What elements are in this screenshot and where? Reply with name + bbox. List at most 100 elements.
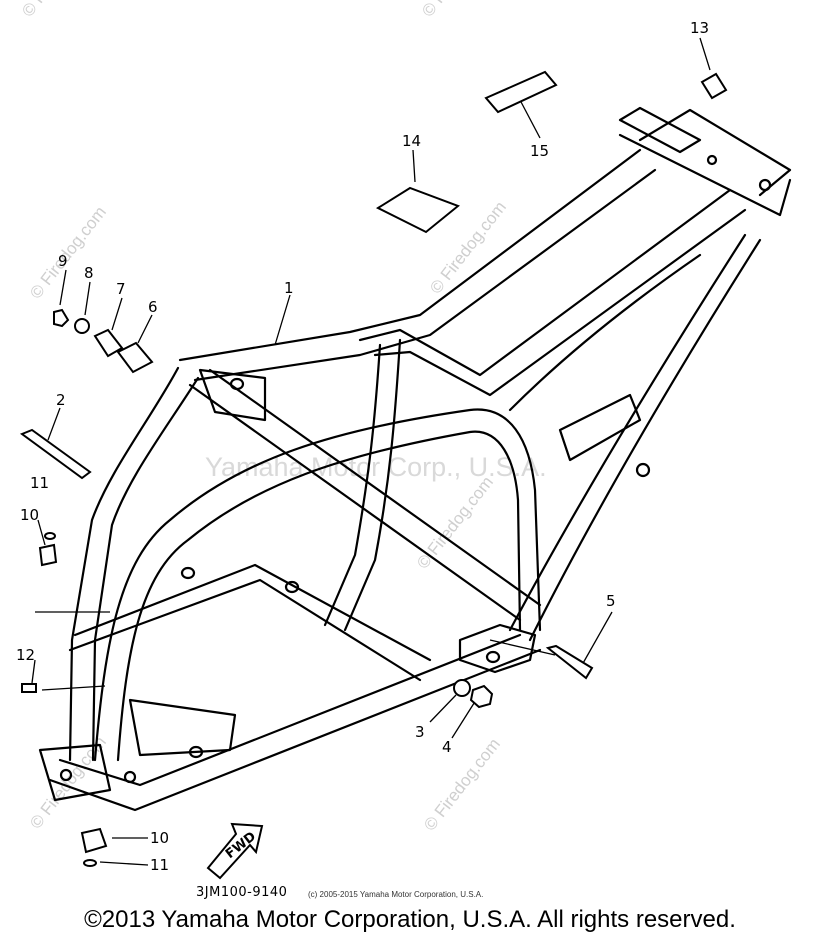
footer-copyright: ©2013 Yamaha Motor Corporation, U.S.A. A… [84, 906, 736, 933]
callout-9: 9 [58, 252, 68, 270]
callout-12: 12 [16, 646, 35, 664]
mount-hole-5 [188, 745, 204, 759]
rear-strut-left [508, 253, 702, 412]
callout-14: 14 [402, 132, 421, 150]
callout-6: 6 [148, 298, 158, 316]
mount-hole-8 [635, 462, 651, 478]
front-lower-mount [38, 743, 112, 802]
bottom-rail-left-inner [73, 563, 432, 662]
part-8-washer [74, 318, 90, 334]
part-7-collar [93, 328, 124, 358]
upper-mount-bracket [198, 368, 267, 422]
mount-hole-7 [123, 770, 137, 784]
part-9-bolt [53, 308, 70, 328]
bottom-rail-front [48, 648, 542, 812]
leader-7 [111, 297, 123, 331]
front-down-tube-left-inner [91, 376, 200, 762]
mount-hole-3 [180, 566, 196, 580]
main-frame [38, 106, 792, 812]
mount-hole-10 [706, 154, 718, 166]
top-rail-left-inner [193, 168, 657, 382]
part-2-bolt [19, 428, 92, 480]
callout-15: 15 [530, 142, 549, 160]
part-code: 3JM100-9140 [196, 885, 288, 900]
callout-10-left: 10 [20, 506, 39, 524]
part-5-bolt [545, 644, 594, 680]
bottom-rail-left [68, 578, 422, 682]
callout-2: 2 [56, 391, 66, 409]
mount-hole-2 [284, 580, 300, 594]
part-13-damper [700, 72, 728, 100]
watermark-yamaha: Yamaha Motor Corp., U.S.A. [205, 452, 547, 482]
part-15-plate [484, 70, 558, 114]
arch-tube-outer [93, 408, 542, 762]
side-bracket-right [558, 393, 642, 462]
part-10-damper-bottom [80, 827, 108, 854]
leader-4 [451, 699, 477, 739]
part-11-clip-bottom [83, 859, 97, 867]
part-4-nut [469, 684, 494, 709]
part-6-damper [116, 341, 154, 374]
callout-11-left: 11 [30, 474, 49, 492]
center-down-tube-inner [323, 343, 382, 627]
leader-8 [84, 281, 91, 316]
watermark-firedog-1: © Firedog.com [26, 203, 110, 303]
leader-10a [37, 519, 46, 546]
pivot-plate [458, 623, 537, 674]
watermark-firedog-7: © Firedog.com [418, 0, 502, 20]
front-down-tube-left [68, 366, 180, 762]
leader-6 [137, 314, 153, 344]
mount-hole-9 [758, 178, 772, 192]
footrest-bracket [128, 698, 237, 757]
leader-14 [412, 149, 416, 183]
callout-4: 4 [442, 738, 452, 756]
part-10-damper-left [38, 543, 58, 567]
callout-numbers: 1 2 3 4 5 6 7 8 9 10 11 12 13 14 15 10 1… [16, 19, 709, 874]
callout-8: 8 [84, 264, 94, 282]
watermark-group: © Firedog.com © Firedog.com © Firedog.co… [18, 0, 546, 834]
cross-brace-diagonal [188, 383, 522, 622]
rear-frame-lower [618, 133, 792, 217]
top-rail-left [178, 148, 642, 362]
part-14-pad [375, 186, 460, 234]
leader-5 [581, 611, 613, 666]
center-down-tube [343, 338, 402, 632]
callout-7: 7 [116, 280, 126, 298]
small-copyright: (c) 2005-2015 Yamaha Motor Corporation, … [308, 890, 484, 899]
callout-5: 5 [606, 592, 616, 610]
leader-15 [519, 99, 541, 139]
top-rail-right-inner [373, 208, 747, 397]
part-12-screw [21, 683, 37, 693]
callout-1: 1 [284, 279, 294, 297]
leader-11b [99, 861, 149, 866]
callout-13: 13 [690, 19, 709, 37]
watermark-firedog-6: © Firedog.com [18, 0, 102, 20]
bottom-rail-front-inner [58, 633, 522, 787]
rear-strut-right [528, 238, 762, 642]
watermark-firedog-5: © Firedog.com [420, 735, 504, 835]
mount-hole-1 [229, 377, 245, 391]
arch-tube-inner [116, 430, 522, 762]
leader-3 [429, 694, 457, 723]
leader-12 [31, 659, 36, 684]
callout-11-bottom: 11 [150, 856, 169, 874]
leader-1 [274, 294, 291, 346]
callout-3: 3 [415, 723, 425, 741]
leader-9 [59, 269, 67, 306]
callout-10-bottom: 10 [150, 829, 169, 847]
fwd-arrow: FWD [206, 822, 264, 880]
rear-crossmember [618, 106, 702, 154]
mount-hole-4 [485, 650, 501, 664]
leader-lines [31, 37, 711, 866]
leader-13 [699, 37, 711, 71]
leader-arch-lower [41, 685, 106, 691]
small-parts [19, 70, 728, 867]
part-11-clip-left [44, 532, 56, 540]
mount-hole-6 [59, 768, 73, 782]
leader-2 [47, 407, 61, 441]
leader-pivot [489, 639, 556, 656]
top-rail-right [358, 188, 732, 377]
fwd-arrow-shape [206, 822, 264, 880]
part-3-washer [453, 679, 471, 697]
